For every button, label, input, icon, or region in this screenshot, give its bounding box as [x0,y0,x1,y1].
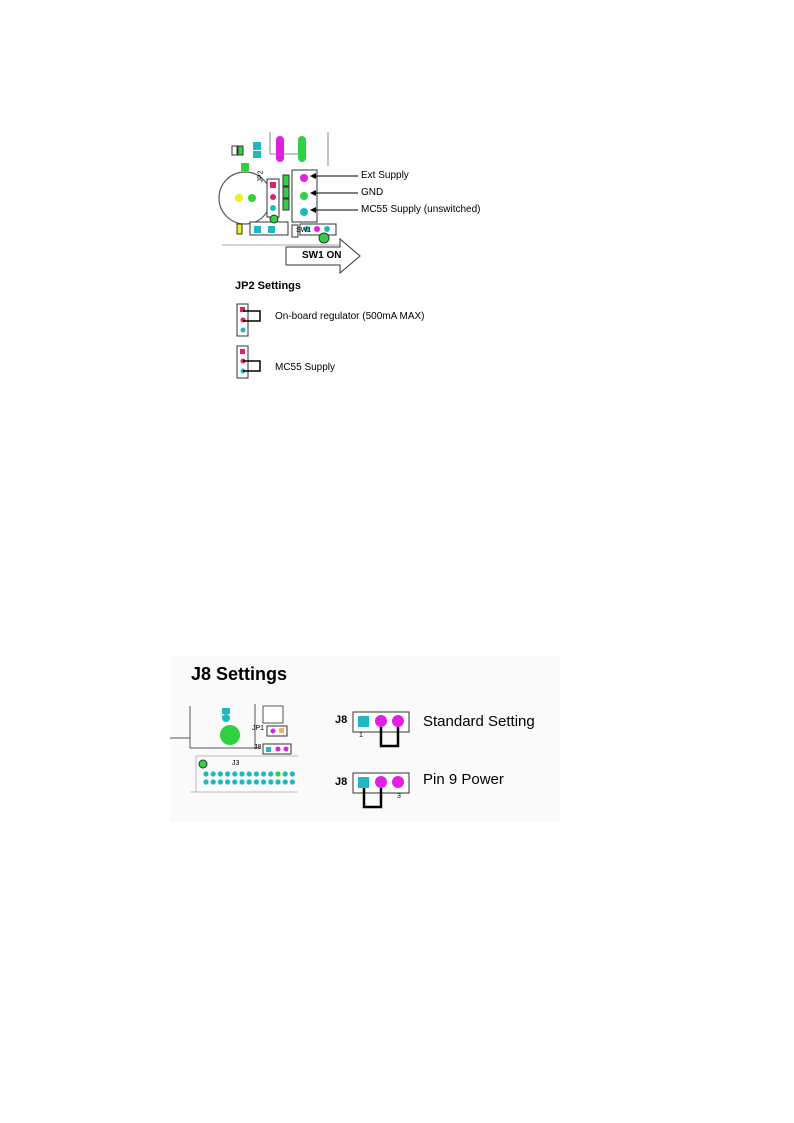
j3-pin [275,779,281,785]
j3-pin [282,779,288,785]
sw1-on-arrow-label: SW1 ON [302,250,342,261]
jp2-option-mc55: MC55 Supply [275,362,336,373]
j3-pin [225,779,231,785]
j8-board-label: J8 [254,744,262,751]
j3-pin [203,771,209,777]
ext-supply-callout: Ext Supply [361,170,409,181]
j8-settings-heading: J8 Settings [191,664,288,684]
j3-pin [232,771,238,777]
j3-pin [246,771,252,777]
j8-option1-pin-number: 1 [359,732,363,739]
jp2-option-regulator: On-board regulator (500mA MAX) [275,311,425,322]
jp2-board-diagram [218,132,361,379]
j3-pin [239,779,245,785]
jp1-board-label: JP1 [252,725,265,732]
j3-pin [253,779,259,785]
j3-pin [210,779,216,785]
j3-pin [289,771,295,777]
j3-pin [289,779,295,785]
j3-pin [268,779,274,785]
j3-header-pins [203,771,295,785]
jp2-figure: JP2 SW1 Ext Supply GND MC55 Supply (unsw… [218,130,502,392]
j3-pin [217,771,223,777]
j3-pin [261,779,267,785]
j8-option2-connector-label: J8 [335,776,348,788]
j3-pin [261,771,267,777]
j3-pin [282,771,288,777]
jp2-board-label: JP2 [257,170,265,183]
j3-pin [217,779,223,785]
j3-pin [225,771,231,777]
j8-option2-pin-number: 3 [397,793,401,800]
mc55-supply-callout: MC55 Supply (unswitched) [361,204,481,215]
j8-figure: J8 Settings J3 JP1 J8 J8 1 Standard Sett… [170,656,560,822]
j3-pin [203,779,209,785]
j8-option-standard-setting: Standard Setting [423,713,535,730]
j3-pin [268,771,274,777]
j3-pin [239,771,245,777]
j3-pin [210,771,216,777]
jp2-settings-heading: JP2 Settings [235,280,302,292]
j3-pin [246,779,252,785]
gnd-callout: GND [361,187,384,198]
j3-pin [232,779,238,785]
j8-option-pin9-power: Pin 9 Power [423,771,504,788]
j8-option1-connector-label: J8 [335,714,348,726]
j8-board-diagram [170,704,410,809]
j3-pin [275,771,281,777]
sw1-board-label: SW1 [296,227,312,234]
j3-pin [253,771,259,777]
j3-board-label: J3 [232,760,240,767]
